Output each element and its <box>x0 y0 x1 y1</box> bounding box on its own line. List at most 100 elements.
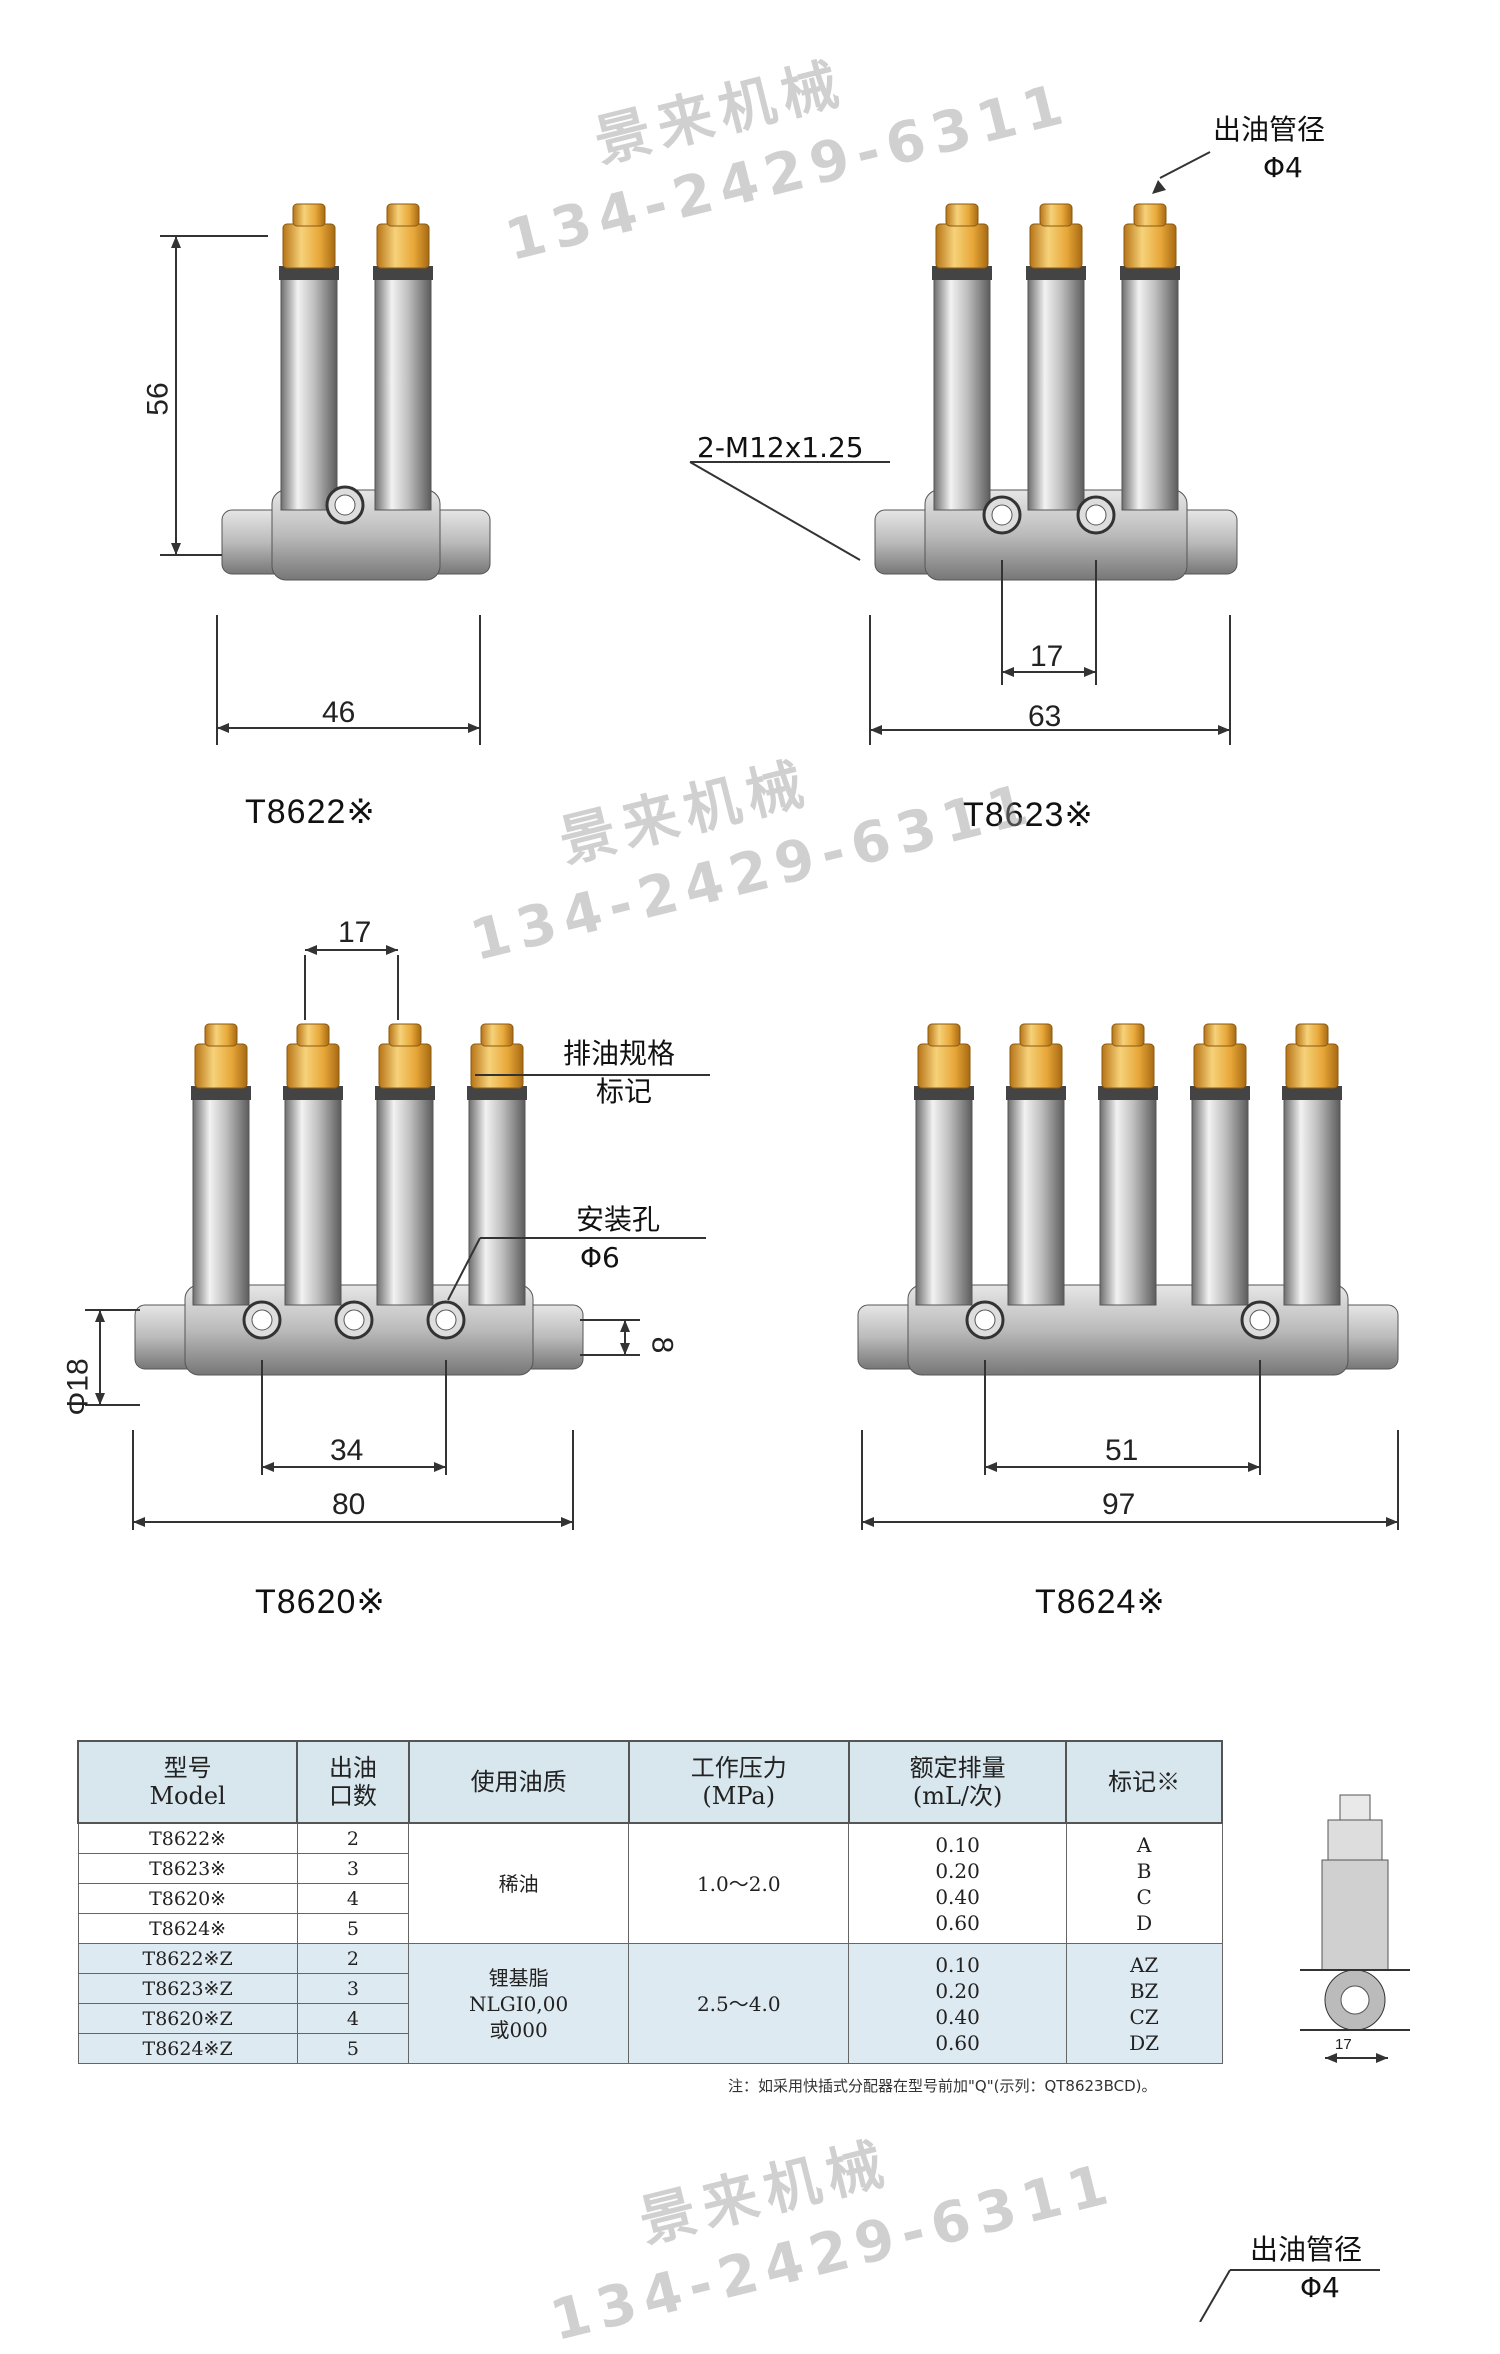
brass-nut-icon <box>286 1043 340 1089</box>
cell-model: T8623※Z <box>77 1973 298 2004</box>
cell-discharge-group: 0.10 0.20 0.40 0.60 <box>848 1943 1067 2064</box>
brass-cap-icon <box>945 203 979 227</box>
mounting-hole-inner <box>251 1309 273 1331</box>
cell-model: T8620※Z <box>77 2003 298 2034</box>
col-mark: 标记※ <box>1065 1740 1223 1824</box>
cell-discharge: 0.60 <box>935 2030 980 2055</box>
dimension-arrow-icon <box>620 1320 630 1355</box>
cell-mark-group: AZ BZ CZ DZ <box>1065 1943 1223 2064</box>
col-outlets: 出油 口数 <box>296 1740 410 1824</box>
distributor-collar <box>1190 1086 1250 1100</box>
distributor-collar <box>467 1086 527 1100</box>
bottom-callout-label1: 出油管径 <box>1250 2233 1363 2266</box>
leader-line <box>447 1237 481 1301</box>
callout-outlet-pipe: 出油管径 <box>1213 113 1326 146</box>
cell-mark: A <box>1136 1832 1152 1857</box>
col-model: 型号 Model <box>76 1740 299 1824</box>
dim-width-t8622: 46 <box>322 696 356 729</box>
cell-mark: DZ <box>1129 2030 1160 2055</box>
side-view-dim: 17 <box>1335 2036 1352 2053</box>
distributor-collar <box>191 1086 251 1100</box>
distributor-collar <box>1026 266 1086 280</box>
cell-mark: C <box>1136 1884 1152 1909</box>
distributor-collar <box>1120 266 1180 280</box>
side-view-nut-icon <box>1327 1819 1383 1861</box>
distributor-body <box>192 1089 250 1306</box>
leader-arrow-icon <box>1152 180 1166 194</box>
cell-outlets: 5 <box>296 2033 410 2064</box>
cell-model: T8622※ <box>77 1822 298 1854</box>
dim-width-t8624: 97 <box>1102 1488 1136 1521</box>
callout-mark2: 标记 <box>596 1075 653 1108</box>
brass-nut-icon <box>1009 1043 1063 1089</box>
mounting-hole-inner <box>974 1309 996 1331</box>
model-label-t8622: T8622※ <box>245 793 376 831</box>
dim-pitch-t8623: 17 <box>1030 640 1064 673</box>
bottom-callout-label2: Φ4 <box>1300 2271 1340 2304</box>
cell-outlets: 5 <box>296 1913 410 1944</box>
distributor-body <box>1283 1089 1341 1306</box>
brass-cap-icon <box>204 1023 238 1047</box>
cell-discharge: 0.20 <box>935 1858 980 1883</box>
distributor-collar <box>373 266 433 280</box>
brass-nut-icon <box>917 1043 971 1089</box>
distributor-collar <box>1282 1086 1342 1100</box>
distributor-body <box>933 269 991 511</box>
brass-nut-icon <box>378 1043 432 1089</box>
distributor-body <box>1007 1089 1065 1306</box>
brass-cap-icon <box>292 203 326 227</box>
mounting-hole-inner <box>991 504 1013 526</box>
side-view-port-inner <box>1340 1985 1370 2015</box>
cell-outlets: 3 <box>296 1973 410 2004</box>
distributor-body <box>374 269 432 511</box>
cell-mark: B <box>1136 1858 1152 1883</box>
cell-pressure: 2.5～4.0 <box>628 1943 850 2064</box>
brass-cap-icon <box>1203 1023 1237 1047</box>
callout-outlet-dia: Φ4 <box>1263 151 1303 184</box>
brass-cap-icon <box>1019 1023 1053 1047</box>
cell-discharge: 0.10 <box>935 1952 980 1977</box>
cell-model: T8624※Z <box>77 2033 298 2064</box>
distributor-collar <box>1006 1086 1066 1100</box>
cell-outlets: 3 <box>296 1853 410 1884</box>
dim-width-t8623: 63 <box>1028 700 1062 733</box>
brass-nut-icon <box>1123 223 1177 269</box>
distributor-body <box>284 1089 342 1306</box>
col-oil: 使用油质 <box>407 1740 630 1824</box>
cell-discharge-group: 0.10 0.20 0.40 0.60 <box>848 1822 1067 1944</box>
cell-mark: BZ <box>1129 1978 1159 2003</box>
cell-discharge: 0.60 <box>935 1910 980 1935</box>
callout-hole1: 安装孔 <box>576 1203 661 1236</box>
leader-line <box>1199 2269 1231 2322</box>
distributor-collar <box>375 1086 435 1100</box>
dim-hole-span-t8624: 51 <box>1105 1434 1139 1467</box>
cell-mark: CZ <box>1129 2004 1159 2029</box>
cell-outlets: 4 <box>296 1883 410 1914</box>
distributor-body <box>376 1089 434 1306</box>
brass-nut-icon <box>1029 223 1083 269</box>
callout-mark1: 排油规格 <box>563 1037 676 1070</box>
cell-outlets: 2 <box>296 1943 410 1974</box>
cell-model: T8624※ <box>77 1913 298 1944</box>
model-label-t8624: T8624※ <box>1035 1583 1166 1621</box>
table-row: T8622※Z 2 锂基脂 NLGI0,00 或000 2.5～4.0 0.10… <box>77 1943 1223 2064</box>
cell-discharge: 0.20 <box>935 1978 980 2003</box>
cell-pressure: 1.0～2.0 <box>628 1822 850 1944</box>
table-header-row: 型号 Model 出油 口数 使用油质 工作压力 (MPa) 额定排量 (mL/… <box>76 1740 1223 1824</box>
table-row: T8622※ 2 稀油 1.0～2.0 0.10 0.20 0.40 0.60 … <box>77 1822 1223 1944</box>
distributor-body <box>1191 1089 1249 1306</box>
table-row: T8620※Z 4 <box>77 2003 1222 2034</box>
dim-hole-offset-t8620: 8 <box>645 1336 679 1354</box>
brass-nut-icon <box>194 1043 248 1089</box>
mounting-hole-inner <box>1085 504 1107 526</box>
distributor-body <box>915 1089 973 1306</box>
distributor-body <box>1121 269 1179 511</box>
cell-outlets: 4 <box>296 2003 410 2034</box>
brass-cap-icon <box>927 1023 961 1047</box>
model-label-t8623: T8623※ <box>963 796 1094 834</box>
distributor-body <box>280 269 338 511</box>
distributor-collar <box>914 1086 974 1100</box>
table-row: T8623※ 3 <box>77 1853 1222 1884</box>
distributor-collar <box>932 266 992 280</box>
